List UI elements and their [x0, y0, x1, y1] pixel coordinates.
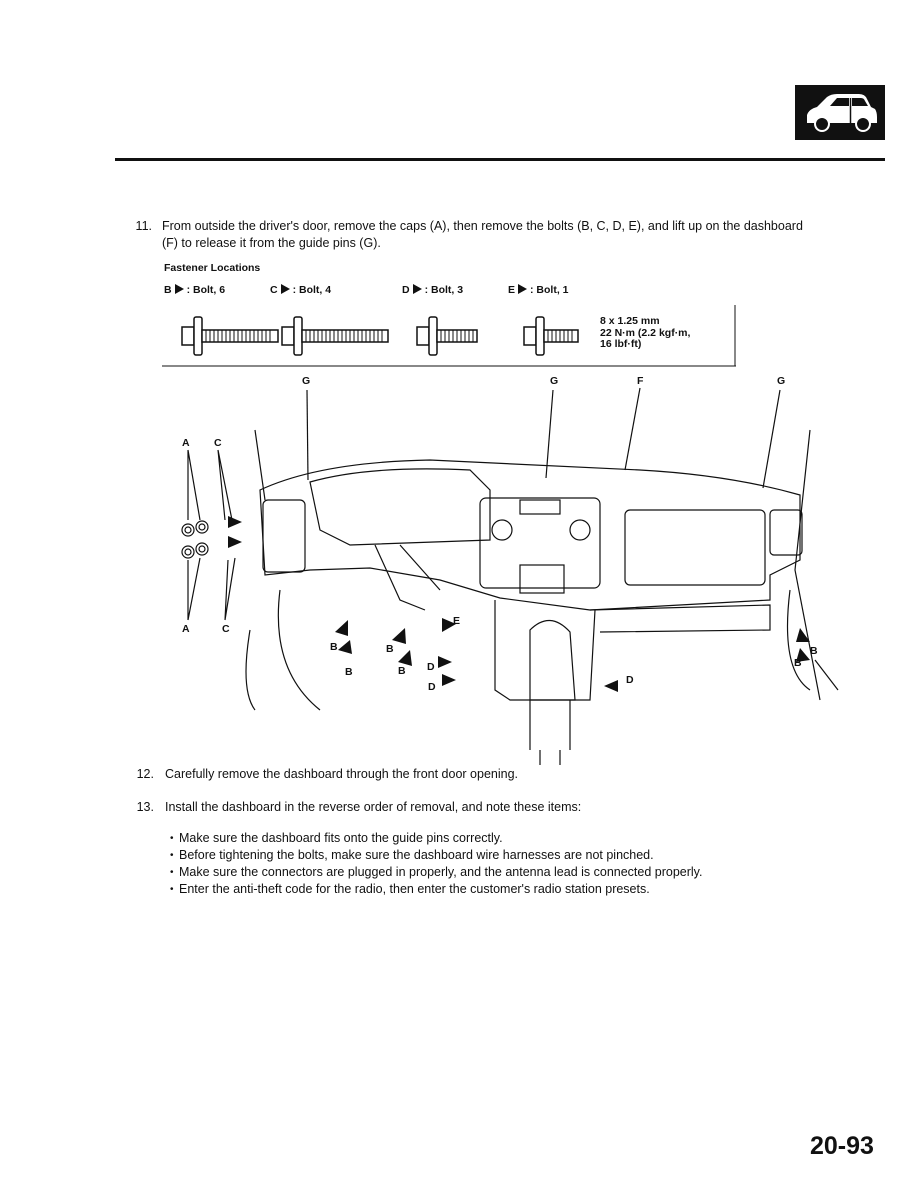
leader-g1	[306, 389, 309, 481]
step-13: 13. Install the dashboard in the reverse…	[132, 799, 832, 816]
arrow-triangle-icon	[518, 284, 528, 294]
callout-f: F	[637, 375, 644, 387]
callout-b: B	[794, 657, 802, 669]
callout-c: C	[222, 623, 230, 635]
callout-b: B	[398, 665, 406, 677]
list-item: Enter the anti-theft code for the radio,…	[170, 881, 820, 898]
car-side-icon	[795, 85, 885, 140]
fastener-letter: B	[164, 284, 172, 296]
step-text: Carefully remove the dashboard through t…	[165, 767, 519, 781]
step-number: 12.	[136, 767, 154, 781]
console-lower	[529, 700, 571, 765]
callout-d: D	[427, 661, 435, 673]
list-item: Make sure the dashboard fits onto the gu…	[170, 830, 820, 847]
leader-g3	[762, 389, 781, 489]
bolt-icon	[416, 316, 478, 356]
bolt-icon	[181, 316, 279, 356]
leader-a	[187, 449, 201, 621]
callout-d: D	[626, 674, 634, 686]
callout-g: G	[777, 375, 785, 387]
callout-b: B	[386, 643, 394, 655]
fastener-desc: : Bolt, 4	[292, 284, 332, 296]
callout-c: C	[214, 437, 222, 449]
bolt-icon	[281, 316, 389, 356]
callout-b: B	[345, 666, 353, 678]
step-number: 13.	[136, 800, 154, 814]
a-pillar-lines	[245, 429, 321, 711]
step-text: Install the dashboard in the reverse ord…	[165, 800, 582, 814]
callout-e: E	[453, 615, 460, 627]
fastener-locations-title: Fastener Locations	[164, 262, 261, 274]
callout-d: D	[428, 681, 436, 693]
header-rule	[115, 158, 885, 161]
bolt-arrows	[228, 516, 810, 692]
callout-g: G	[302, 375, 310, 387]
fastener-desc: : Bolt, 1	[530, 284, 569, 296]
callout-b: B	[330, 641, 338, 653]
page-number: 20-93	[810, 1132, 874, 1160]
arrow-triangle-icon	[174, 284, 184, 294]
glove-box	[624, 509, 766, 586]
instrument-cluster	[309, 468, 491, 546]
spec-line: 16 lbf·ft)	[600, 338, 642, 350]
console-frame	[494, 600, 596, 701]
callout-a: A	[182, 623, 190, 635]
fastener-label-c: C : Bolt, 4	[270, 284, 331, 296]
leader-g2	[545, 389, 554, 479]
fastener-desc: : Bolt, 3	[424, 284, 464, 296]
callout-g: G	[550, 375, 558, 387]
center-console-panel	[479, 497, 601, 589]
right-center-vent	[569, 519, 591, 541]
bolt-icon	[523, 316, 579, 356]
arrow-triangle-icon	[412, 284, 422, 294]
callout-b: B	[810, 645, 818, 657]
leader-c	[217, 449, 236, 621]
step-number: 11.	[135, 219, 152, 233]
left-center-vent	[491, 519, 513, 541]
radio-opening	[519, 564, 565, 594]
fastener-desc: : Bolt, 6	[186, 284, 226, 296]
spec-line: 8 x 1.25 mm	[600, 315, 660, 327]
fastener-label-d: D : Bolt, 3	[402, 284, 463, 296]
list-item: Make sure the connectors are plugged in …	[170, 864, 820, 881]
fastener-letter: C	[270, 284, 278, 296]
steering-column	[374, 544, 441, 611]
step-text: From outside the driver's door, remove t…	[162, 219, 803, 250]
list-item: Before tightening the bolts, make sure t…	[170, 847, 820, 864]
fastener-letter: D	[402, 284, 410, 296]
install-notes-list: Make sure the dashboard fits onto the gu…	[170, 830, 820, 898]
bolt-illustration-box	[162, 305, 736, 367]
left-vent-panel	[262, 499, 306, 573]
cap-icons	[181, 520, 209, 559]
step-11: 11. From outside the driver's door, remo…	[132, 218, 822, 252]
step-12: 12. Carefully remove the dashboard throu…	[132, 766, 832, 783]
right-vent	[769, 509, 803, 556]
right-door-lines	[786, 429, 839, 701]
fastener-letter: E	[508, 284, 516, 296]
dashboard-outline	[259, 459, 801, 611]
hazard-switch	[519, 499, 561, 515]
lower-crossmember	[589, 604, 771, 633]
torque-spec: 8 x 1.25 mm 22 N·m (2.2 kgf·m, 16 lbf·ft…	[600, 315, 691, 351]
shifter	[529, 619, 576, 701]
leader-f	[624, 387, 641, 471]
dashboard-diagram: G G F G A C A C B B B B E D D D B B	[170, 370, 840, 765]
fastener-label-b: B : Bolt, 6	[164, 284, 225, 296]
callout-a: A	[182, 437, 190, 449]
arrow-triangle-icon	[280, 284, 290, 294]
fastener-label-e: E : Bolt, 1	[508, 284, 569, 296]
spec-line: 22 N·m (2.2 kgf·m,	[600, 326, 691, 339]
